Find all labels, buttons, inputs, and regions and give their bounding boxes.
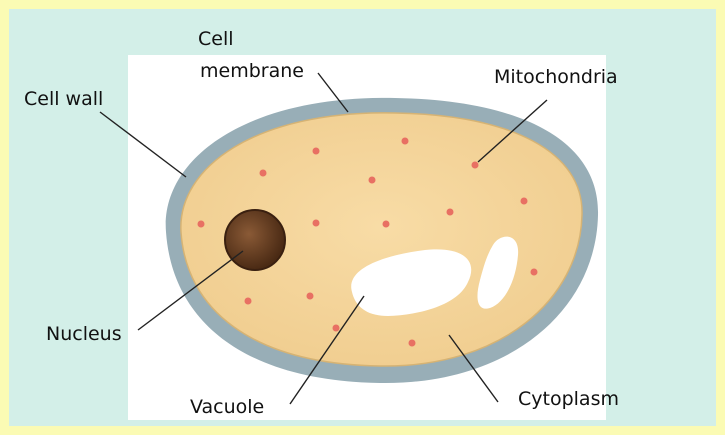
mitochondria-dot — [402, 138, 409, 145]
cell-wall-label: Cell wall — [24, 88, 103, 110]
cytoplasm-label: Cytoplasm — [518, 388, 619, 410]
mitochondria-dot — [383, 221, 390, 228]
mitochondria-label: Mitochondria — [494, 66, 618, 88]
mitochondria-dot — [260, 170, 267, 177]
vacuole-label: Vacuole — [190, 396, 264, 418]
mitochondria-dot — [307, 293, 314, 300]
mitochondria-dot — [313, 148, 320, 155]
mitochondria-dot — [333, 325, 340, 332]
nucleus-label: Nucleus — [46, 323, 122, 345]
cell-membrane-label-line2: membrane — [200, 60, 304, 82]
mitochondria-dot — [447, 209, 454, 216]
mitochondria-dot — [409, 340, 416, 347]
mitochondria-dot — [472, 162, 479, 169]
mitochondria-dot — [313, 220, 320, 227]
mitochondria-dot — [521, 198, 528, 205]
mitochondria-dot — [369, 177, 376, 184]
mitochondria-dot — [531, 269, 538, 276]
mitochondria-dot — [245, 298, 252, 305]
nucleus-shape — [225, 210, 285, 270]
cell-wall-leader — [100, 112, 186, 177]
mitochondria-dot — [198, 221, 205, 228]
cell-membrane-label-line1: Cell — [198, 28, 234, 50]
